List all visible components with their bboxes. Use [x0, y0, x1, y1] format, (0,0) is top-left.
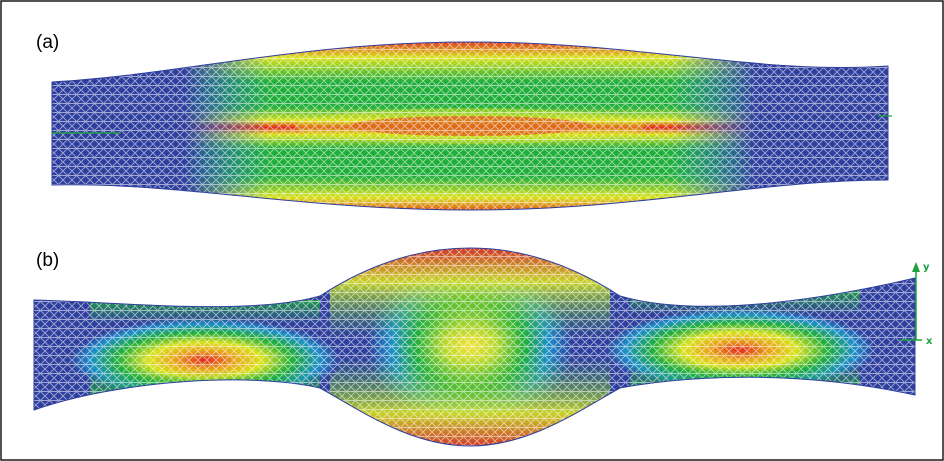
x-axis-label: x	[926, 336, 933, 347]
y-arrow-head-icon	[912, 262, 920, 272]
y-axis-label: y	[923, 262, 930, 273]
axis-triad	[900, 262, 922, 341]
panel-a-mesh	[52, 42, 888, 210]
panel-b-label: (b)	[36, 250, 60, 271]
panel-a-label: (a)	[36, 32, 60, 53]
panel-b-outline	[33, 247, 916, 447]
panel-a-outline	[51, 41, 889, 211]
